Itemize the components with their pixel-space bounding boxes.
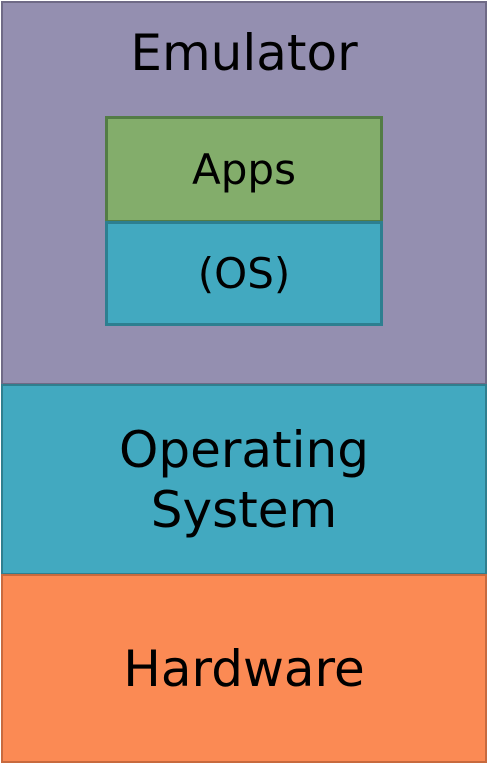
operating-system-label: Operating System xyxy=(119,420,369,540)
guest-os-box: (OS) xyxy=(105,221,383,326)
guest-os-label: (OS) xyxy=(197,249,291,298)
apps-label: Apps xyxy=(192,145,296,194)
emulator-label: Emulator xyxy=(130,24,358,82)
operating-system-label-line1: Operating xyxy=(119,420,369,479)
hardware-label: Hardware xyxy=(123,639,365,698)
operating-system-label-line2: System xyxy=(150,480,338,539)
hardware-layer: Hardware xyxy=(1,574,487,763)
operating-system-layer: Operating System xyxy=(1,384,487,575)
apps-box: Apps xyxy=(105,116,383,223)
